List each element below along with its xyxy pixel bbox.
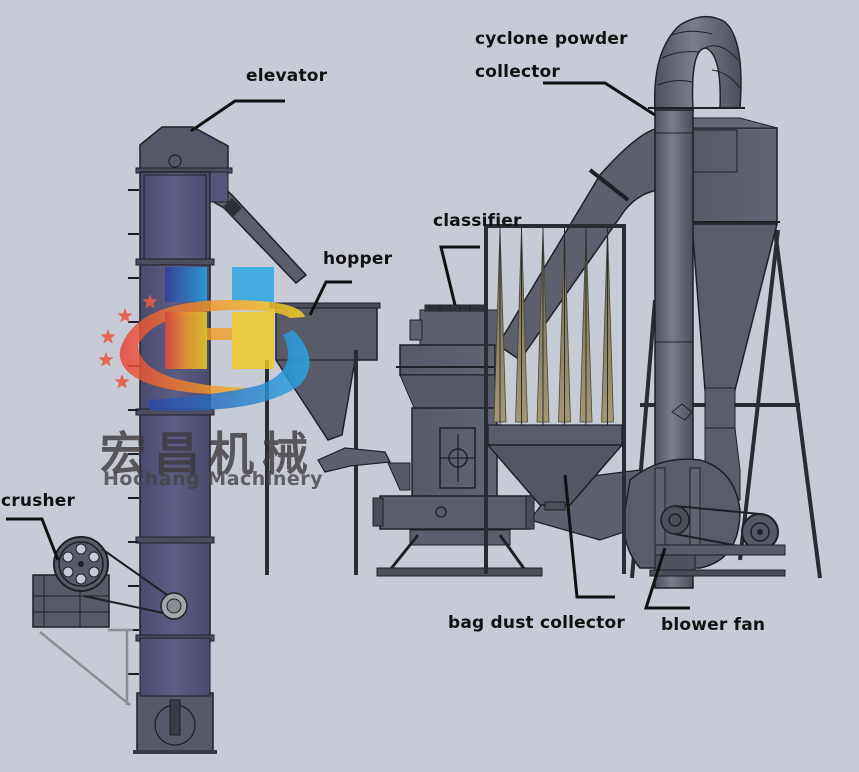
- bag-dust-collector: [484, 224, 626, 574]
- star-icon: [117, 308, 133, 323]
- elevator-flange: [135, 536, 215, 544]
- star-icon: [98, 352, 114, 367]
- label-blower-fan: blower fan: [661, 615, 766, 635]
- elevator-flange: [135, 258, 215, 266]
- label-classifier: classifier: [433, 211, 522, 231]
- watermark-company-cn: 宏昌机械: [100, 427, 316, 481]
- hc-logo-icon: [98, 267, 310, 411]
- label-cyclone-line2: collector: [475, 62, 561, 82]
- watermark-company-en: Hochang Machinery: [103, 468, 324, 490]
- star-icon: [142, 294, 158, 309]
- label-crusher: crusher: [1, 491, 76, 511]
- label-bag-dust-collector: bag dust collector: [448, 613, 625, 633]
- star-icon: [114, 374, 130, 389]
- star-icon: [100, 329, 116, 344]
- label-hopper: hopper: [323, 249, 393, 269]
- label-cyclone-line1: cyclone powder: [475, 29, 628, 49]
- crusher: [32, 536, 188, 706]
- classifier: [425, 305, 485, 311]
- label-elevator: elevator: [246, 66, 328, 86]
